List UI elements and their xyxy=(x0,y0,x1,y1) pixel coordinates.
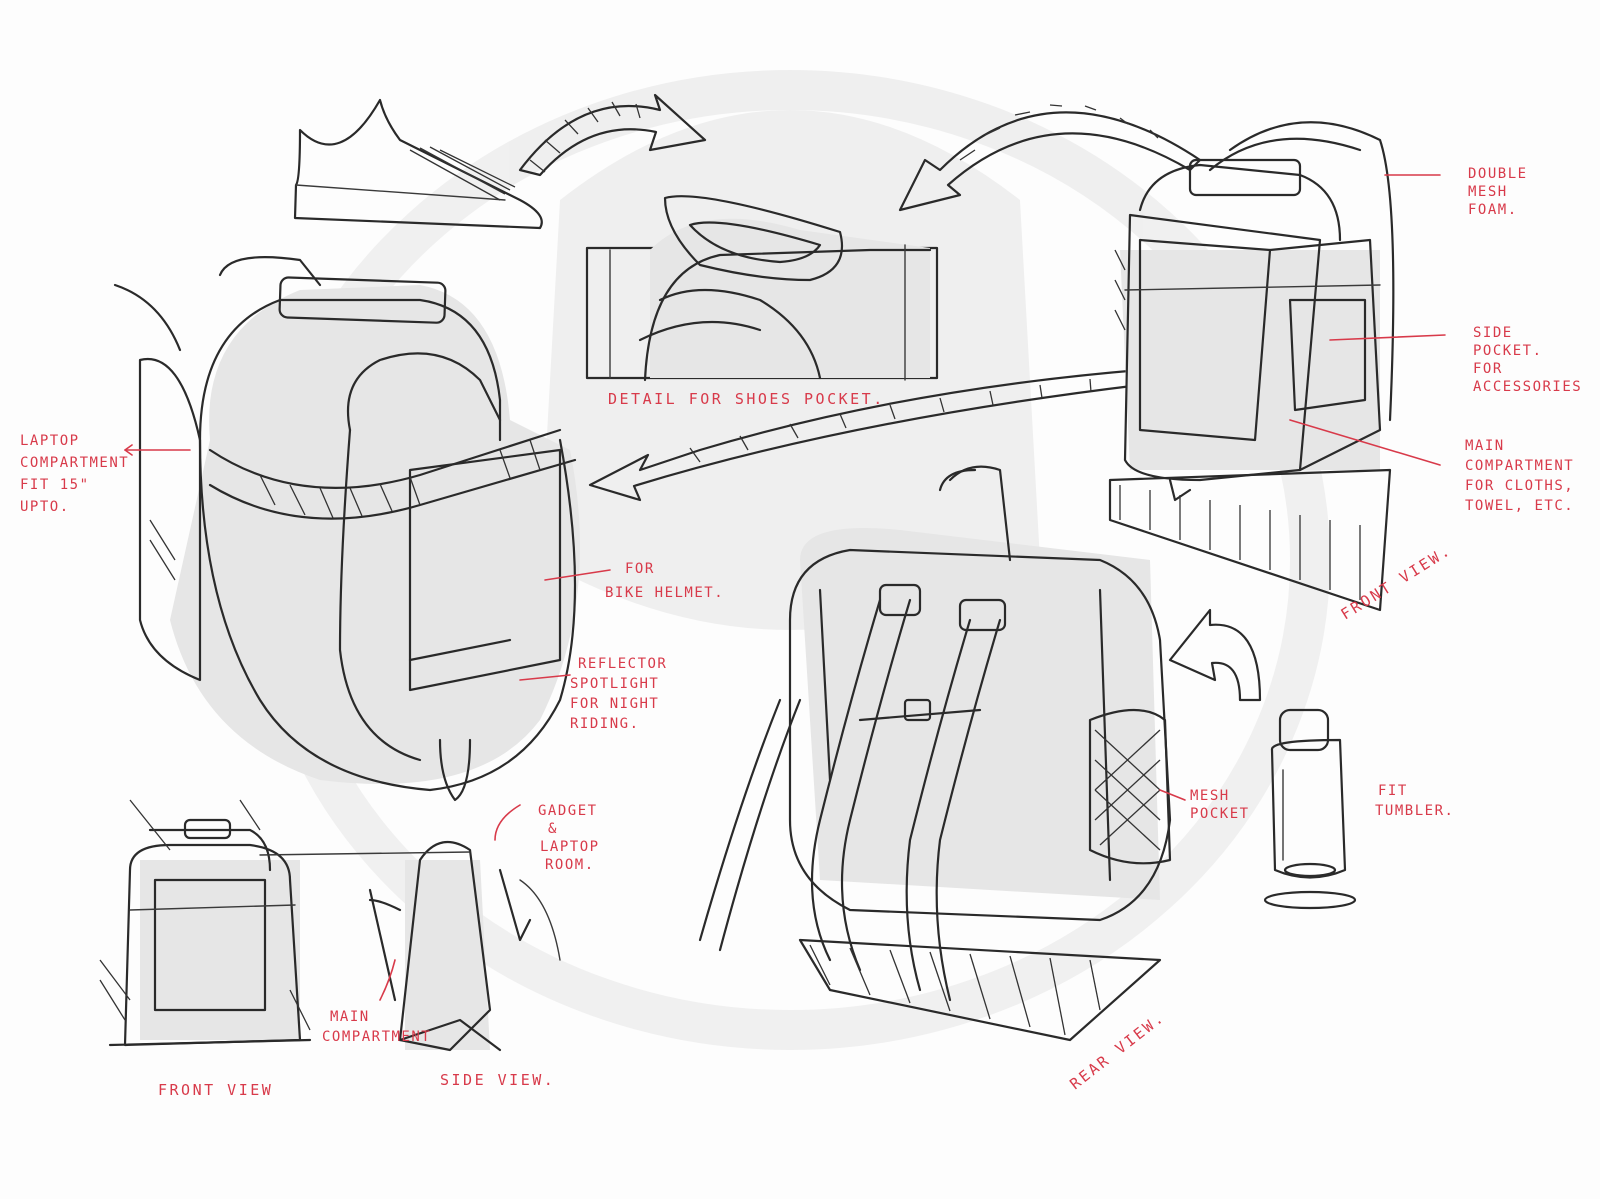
note-tumbler: FIT TUMBLER. xyxy=(1375,783,1454,819)
front-view-backpack-sketch xyxy=(1108,121,1395,612)
svg-text:FOAM.: FOAM. xyxy=(1468,202,1518,218)
shoe-sketch xyxy=(293,98,543,230)
label-rear-view: REAR VIEW. xyxy=(1066,1008,1168,1093)
svg-text:TOWEL, ETC.: TOWEL, ETC. xyxy=(1465,498,1574,514)
svg-text:REFLECTOR: REFLECTOR xyxy=(578,656,667,672)
svg-text:SIDE: SIDE xyxy=(1473,325,1513,341)
svg-text:GADGET: GADGET xyxy=(538,803,598,819)
svg-text:ROOM.: ROOM. xyxy=(545,857,595,873)
annotation-leaders xyxy=(124,174,1446,1001)
note-laptop: LAPTOP COMPARTMENT FIT 15" UPTO. xyxy=(20,433,129,515)
svg-text:&: & xyxy=(548,821,558,837)
svg-text:COMPARTMENT: COMPARTMENT xyxy=(322,1029,431,1045)
arrow-shoe-to-pocket xyxy=(518,93,707,177)
arrow-front-to-pocket xyxy=(898,104,1202,212)
svg-text:FOR NIGHT: FOR NIGHT xyxy=(570,696,659,712)
mesh-pocket-crosshatch xyxy=(1094,729,1161,851)
shoe-hatching xyxy=(409,146,516,201)
helmet-backpack-sketch xyxy=(113,256,580,802)
shoes-pocket-detail xyxy=(585,195,939,382)
label-side-view: SIDE VIEW. xyxy=(440,1071,555,1089)
svg-text:FOR CLOTHS,: FOR CLOTHS, xyxy=(1465,478,1574,494)
note-main-compartment-front: MAIN COMPARTMENT FOR CLOTHS, TOWEL, ETC. xyxy=(1465,438,1574,514)
svg-text:FIT 15": FIT 15" xyxy=(20,477,90,493)
arrow-tumbler-to-mesh xyxy=(1168,608,1262,702)
note-helmet: FOR BIKE HELMET. xyxy=(605,561,724,601)
svg-text:FIT: FIT xyxy=(1378,783,1408,799)
tumbler-sketch xyxy=(1263,708,1357,910)
svg-text:UPTO.: UPTO. xyxy=(20,499,70,515)
svg-text:MAIN: MAIN xyxy=(1465,438,1505,454)
note-mesh-pocket: MESH POCKET xyxy=(1190,788,1250,822)
svg-text:COMPARTMENT: COMPARTMENT xyxy=(20,455,129,471)
note-gadget: GADGET & LAPTOP ROOM. xyxy=(538,803,600,873)
svg-text:TUMBLER.: TUMBLER. xyxy=(1375,803,1454,819)
rear-view-backpack-sketch xyxy=(698,465,1172,1042)
svg-text:MESH: MESH xyxy=(1468,184,1508,200)
note-side-pocket: SIDE POCKET. FOR ACCESSORIES xyxy=(1473,325,1582,395)
svg-text:RIDING.: RIDING. xyxy=(570,716,640,732)
label-front-view-bottom: FRONT VIEW xyxy=(158,1081,273,1099)
note-reflector: REFLECTOR SPOTLIGHT FOR NIGHT RIDING. xyxy=(570,656,667,732)
svg-text:BIKE HELMET.: BIKE HELMET. xyxy=(605,585,724,601)
svg-text:DOUBLE: DOUBLE xyxy=(1468,166,1528,182)
svg-text:COMPARTMENT: COMPARTMENT xyxy=(1465,458,1574,474)
arrow-front-to-helmet xyxy=(588,368,1142,502)
svg-text:MAIN: MAIN xyxy=(330,1009,370,1025)
note-main-compartment-side: MAIN COMPARTMENT xyxy=(322,1009,431,1045)
svg-text:LAPTOP: LAPTOP xyxy=(20,433,80,449)
svg-text:ACCESSORIES: ACCESSORIES xyxy=(1473,379,1582,395)
svg-text:SPOTLIGHT: SPOTLIGHT xyxy=(570,676,659,692)
side-view-sketch xyxy=(259,840,561,1052)
note-double-mesh: DOUBLE MESH FOAM. xyxy=(1468,166,1528,218)
small-front-view-sketch xyxy=(99,799,312,1047)
svg-text:LAPTOP: LAPTOP xyxy=(540,839,600,855)
svg-text:POCKET.: POCKET. xyxy=(1473,343,1543,359)
label-shoes-detail: DETAIL FOR SHOES POCKET. xyxy=(608,390,885,408)
svg-text:FOR: FOR xyxy=(625,561,655,577)
svg-text:MESH: MESH xyxy=(1190,788,1230,804)
label-front-view-top: FRONT VIEW. xyxy=(1338,541,1455,623)
svg-text:FOR: FOR xyxy=(1473,361,1503,377)
svg-text:POCKET: POCKET xyxy=(1190,806,1250,822)
